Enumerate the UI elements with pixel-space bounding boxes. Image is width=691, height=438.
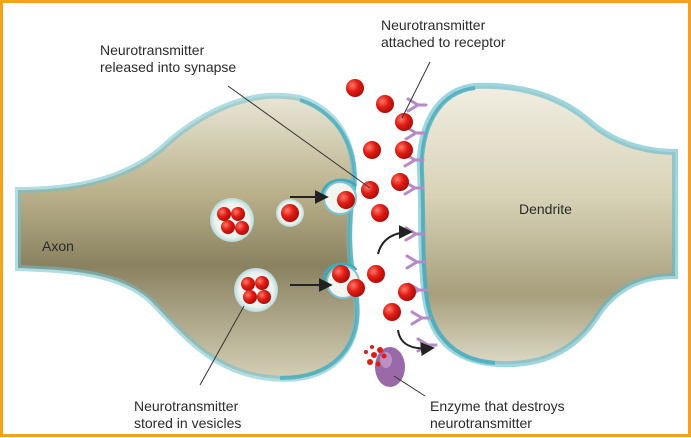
label-enzyme: Enzyme that destroys neurotransmitter <box>430 398 565 432</box>
neurotransmitter <box>367 265 385 283</box>
label-dendrite: Dendrite <box>519 201 572 218</box>
neurotransmitter <box>395 141 413 159</box>
neurotransmitter <box>383 303 401 321</box>
vesicle-cluster-lower <box>234 268 278 312</box>
neurotransmitter <box>346 79 364 97</box>
neurotransmitter <box>371 204 389 222</box>
neurotransmitter <box>395 113 413 131</box>
vesicle-single <box>276 199 304 227</box>
vesicle-cluster-upper <box>210 198 254 242</box>
neurotransmitter <box>363 141 381 159</box>
neurotransmitter <box>398 283 416 301</box>
label-neurotransmitter-attached: Neurotransmitter attached to receptor <box>381 17 506 51</box>
label-neurotransmitter-stored: Neurotransmitter stored in vesicles <box>134 398 241 432</box>
neurotransmitter <box>376 95 394 113</box>
label-neurotransmitter-released: Neurotransmitter released into synapse <box>100 42 236 76</box>
label-axon: Axon <box>42 238 74 255</box>
vesicle-fusing-upper <box>322 180 356 214</box>
neurotransmitter <box>391 173 409 191</box>
